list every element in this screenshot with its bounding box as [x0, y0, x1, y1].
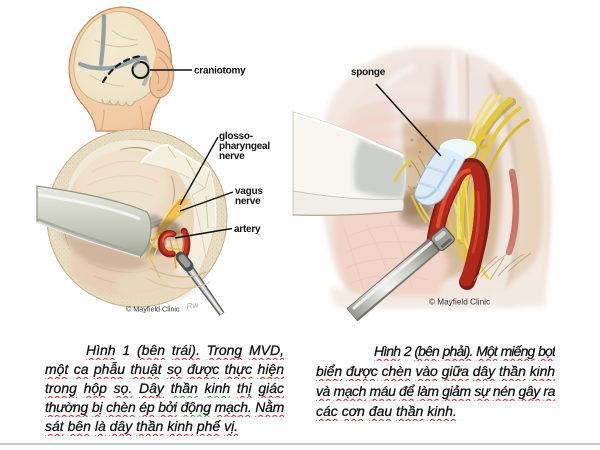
svg-text:nerve: nerve [219, 151, 245, 162]
svg-text:craniotomy: craniotomy [194, 66, 246, 77]
svg-text:© Mayfield Clinic: © Mayfield Clinic [126, 305, 180, 314]
svg-text:nerve: nerve [235, 196, 261, 207]
svg-text:sponge: sponge [351, 67, 386, 78]
svg-text:Rw: Rw [186, 300, 200, 311]
svg-text:pharyngeal: pharyngeal [219, 141, 270, 152]
svg-text:vagus: vagus [235, 186, 263, 197]
svg-text:artery: artery [234, 224, 261, 235]
svg-text:glosso-: glosso- [219, 131, 253, 142]
svg-text:© Mayfield Clinic: © Mayfield Clinic [429, 298, 490, 307]
